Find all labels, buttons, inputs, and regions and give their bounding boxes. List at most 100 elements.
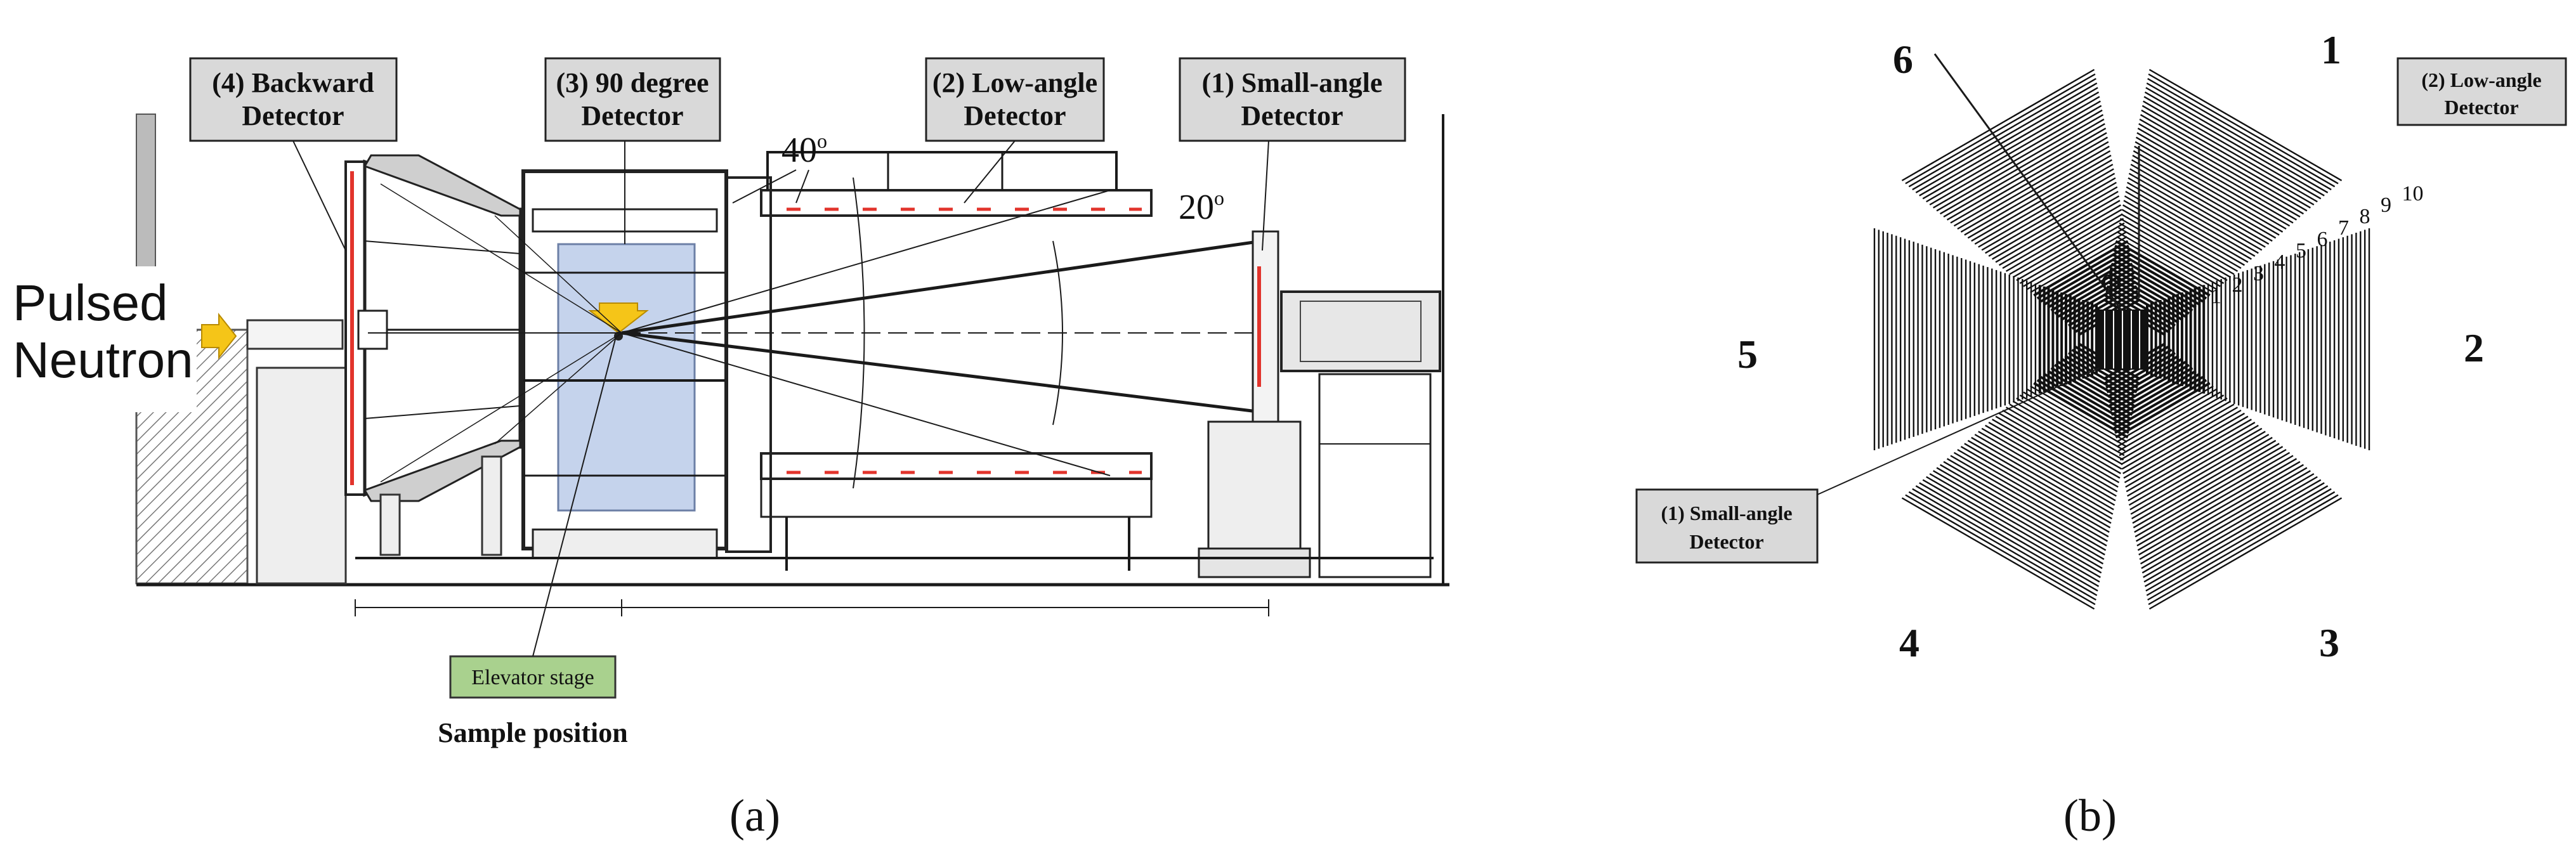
bank-number-5: 5: [1737, 332, 1758, 377]
detector-tube: [2123, 409, 2242, 479]
detector-tube: [2117, 231, 2218, 290]
detector-tube: [2119, 222, 2225, 284]
detector-tube: [1922, 479, 2100, 583]
detector-tube: [1953, 452, 2109, 542]
detector-tube: [2121, 400, 2232, 465]
detector-tube: [2033, 382, 2129, 439]
detector-tube: [1946, 458, 2107, 551]
detector-tube: [2107, 280, 2180, 324]
detector-tube: [1905, 73, 2096, 185]
detector-tube: [2145, 485, 2329, 592]
detector-tube: [2147, 77, 2336, 188]
callout-low-angle-detector: (2) Low-angle Detector: [925, 57, 1105, 204]
detector-tube: [2012, 400, 2123, 465]
detector-tube: [2135, 448, 2287, 538]
detector-tube: [2129, 168, 2266, 248]
neutron-arrow-icon: [201, 313, 237, 360]
b-low-angle-label-line2: Detector: [2444, 96, 2518, 119]
detector-tube: [2054, 363, 2134, 412]
bank-4: [1901, 342, 2140, 610]
detector-tube: [2132, 154, 2277, 239]
low-angle-detector-label-line1: (2) Low-angle: [932, 67, 1097, 98]
detector-tube: [2110, 267, 2190, 315]
detector-tube: [1998, 412, 2120, 483]
detector-tube: [2113, 249, 2204, 303]
bank-number-1: 1: [2321, 27, 2341, 72]
panel-a-instrument-diagram: Pulsed Neutron: [0, 57, 1449, 841]
detector-tube: [1919, 482, 2100, 587]
detector-tube: [1957, 141, 2109, 230]
detector-tube: [2119, 394, 2225, 457]
detector-tube: [2133, 443, 2280, 529]
detector-tube: [2040, 249, 2131, 303]
detector-tube: [1901, 68, 2095, 181]
detector-tube: [2115, 382, 2211, 439]
detector-tube: [2135, 452, 2291, 542]
scattering-cone: [368, 177, 1263, 489]
detector-tube: [2139, 119, 2304, 215]
detector-tube: [1960, 145, 2110, 233]
detector-tube: [1946, 127, 2107, 221]
detector-tube: [2019, 222, 2125, 284]
detector-tube: [1912, 82, 2098, 191]
detector-tube: [1933, 470, 2103, 569]
detector-tube: [2023, 391, 2126, 452]
detector-tube: [2140, 114, 2308, 212]
detector-tube: [1922, 96, 2100, 200]
angle-40-label: 40o: [781, 129, 827, 170]
detector-tube: [2148, 494, 2339, 606]
detector-tube: [2140, 467, 2308, 565]
detector-tube: [2137, 127, 2298, 221]
detector-tube: [2113, 375, 2204, 430]
detector-tube: [2057, 271, 2135, 318]
detector-tube: [2012, 213, 2123, 278]
detector-tube: [2009, 403, 2122, 470]
b-low-angle-label-line1: (2) Low-angle: [2421, 68, 2541, 91]
callout-small-angle-detector-b: (1) Small-angle Detector: [1635, 367, 2100, 564]
detector-tube: [1957, 448, 2109, 538]
detector-tube: [2033, 240, 2129, 297]
detector-tube: [2141, 109, 2311, 209]
backward-detector-label-line1: (4) Backward: [212, 67, 374, 98]
detector-tube: [1940, 464, 2105, 560]
detector-tube: [2141, 470, 2311, 569]
detector-tube: [2116, 385, 2214, 443]
tube-number-5: 5: [2296, 239, 2306, 263]
detector-tube: [2124, 195, 2246, 266]
backward-detector-label-line2: Detector: [242, 100, 344, 131]
detector-tube: [2124, 412, 2246, 483]
detector-tube: [2115, 240, 2211, 297]
tube-number-10: 10: [2402, 182, 2424, 205]
elevator-stage-label: Elevator stage: [471, 666, 594, 689]
detector-tube: [2112, 373, 2200, 426]
sample-position-label: Sample position: [438, 717, 628, 748]
detector-tube: [2122, 204, 2239, 272]
detector-tube: [2125, 415, 2249, 488]
bank-number-4: 4: [1899, 620, 1919, 665]
detector-tube: [2023, 226, 2126, 287]
detector-tube: [2131, 159, 2273, 242]
detector-tube: [1998, 195, 2120, 266]
detector-banks: [1873, 68, 2370, 610]
detector-tube: [2110, 263, 2194, 312]
detector-tube: [1981, 427, 2115, 506]
detector-tube: [2005, 204, 2121, 272]
bank-5: [1873, 228, 2098, 450]
detector-tube: [2127, 181, 2256, 257]
tube-number-3: 3: [2253, 262, 2264, 285]
detector-tube: [1919, 91, 2100, 197]
detector-tube: [2146, 82, 2332, 191]
detector-tube: [1943, 461, 2105, 556]
detector-tube: [2129, 431, 2266, 510]
detector-tube: [2138, 123, 2301, 218]
detector-tube: [1943, 123, 2105, 218]
detector-tube: [2136, 455, 2294, 547]
detector-tube: [1988, 181, 2117, 257]
90-detector-label-line1: (3) 90 degree: [556, 67, 709, 98]
callout-small-angle-detector: (1) Small-angle Detector: [1179, 57, 1406, 251]
detector-tube: [1926, 100, 2101, 203]
beam-pipe: [246, 319, 344, 350]
detector-tube: [1988, 422, 2117, 497]
detector-tube: [2002, 409, 2121, 479]
